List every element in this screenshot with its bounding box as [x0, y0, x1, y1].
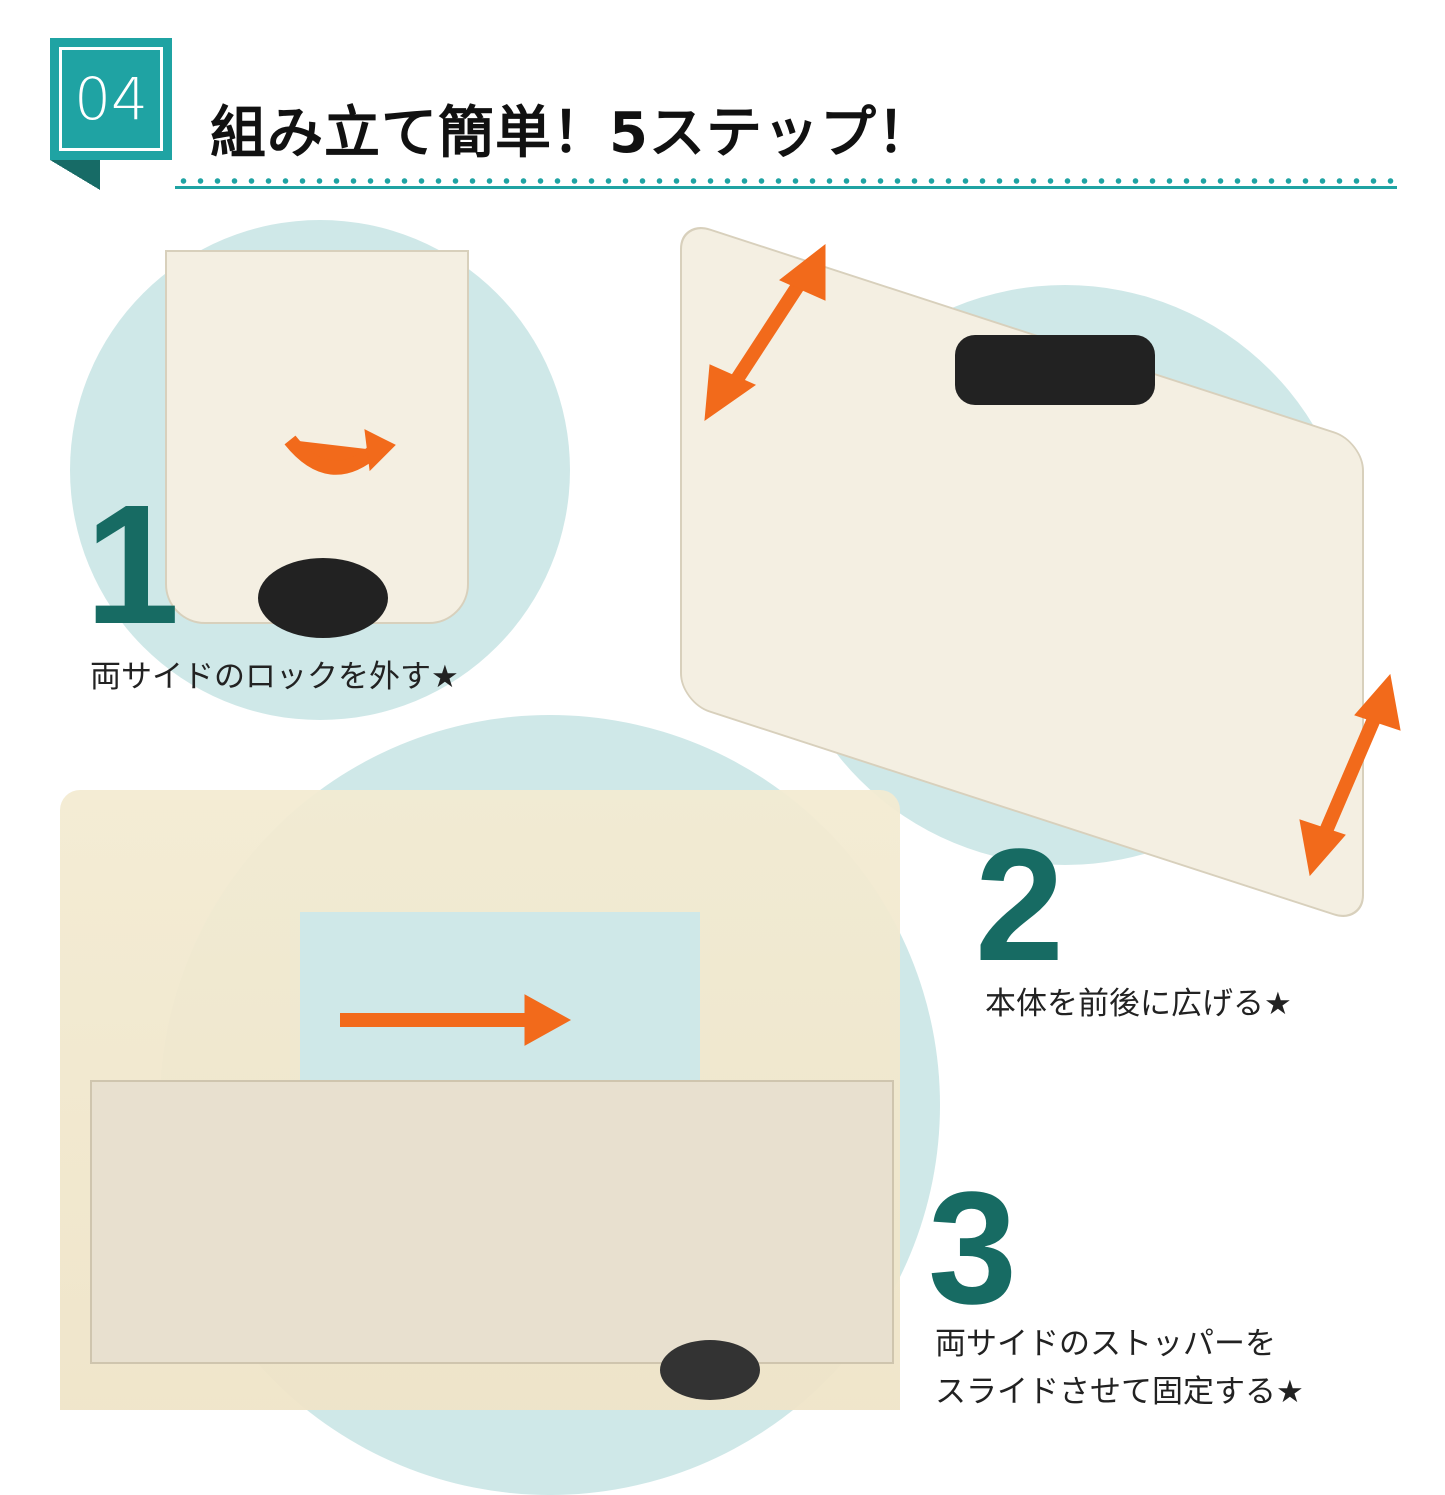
- step3-caption-line1: 両サイドのストッパーを: [935, 1326, 1276, 1362]
- rotate-arrow-icon: [284, 429, 396, 475]
- divider-line: [175, 186, 1397, 189]
- step1-number: 1: [85, 470, 180, 660]
- step1-caption: 両サイドのロックを外す★: [90, 659, 459, 695]
- page-title: 組み立て簡単！5ステップ！: [210, 101, 934, 166]
- wheel: [258, 558, 388, 638]
- step3-number: 3: [928, 1158, 1017, 1337]
- dotted-divider: [175, 178, 1397, 184]
- double-arrow-icon: [704, 243, 826, 422]
- step2-number: 2: [975, 815, 1064, 994]
- badge-ribbon-fold: [50, 160, 100, 190]
- step3-base-panel: [90, 1080, 894, 1364]
- slide-arrow-icon: [340, 994, 572, 1046]
- section-number-badge: 04: [50, 38, 172, 160]
- wheel: [660, 1340, 760, 1400]
- handle: [955, 335, 1155, 405]
- step2-caption: 本体を前後に広げる★: [985, 986, 1292, 1022]
- step3-caption-line2: スライドさせて固定する★: [935, 1374, 1304, 1410]
- badge-number: 04: [59, 47, 163, 151]
- step3-interior-highlight: [300, 912, 700, 1082]
- double-arrow-icon: [1299, 673, 1401, 877]
